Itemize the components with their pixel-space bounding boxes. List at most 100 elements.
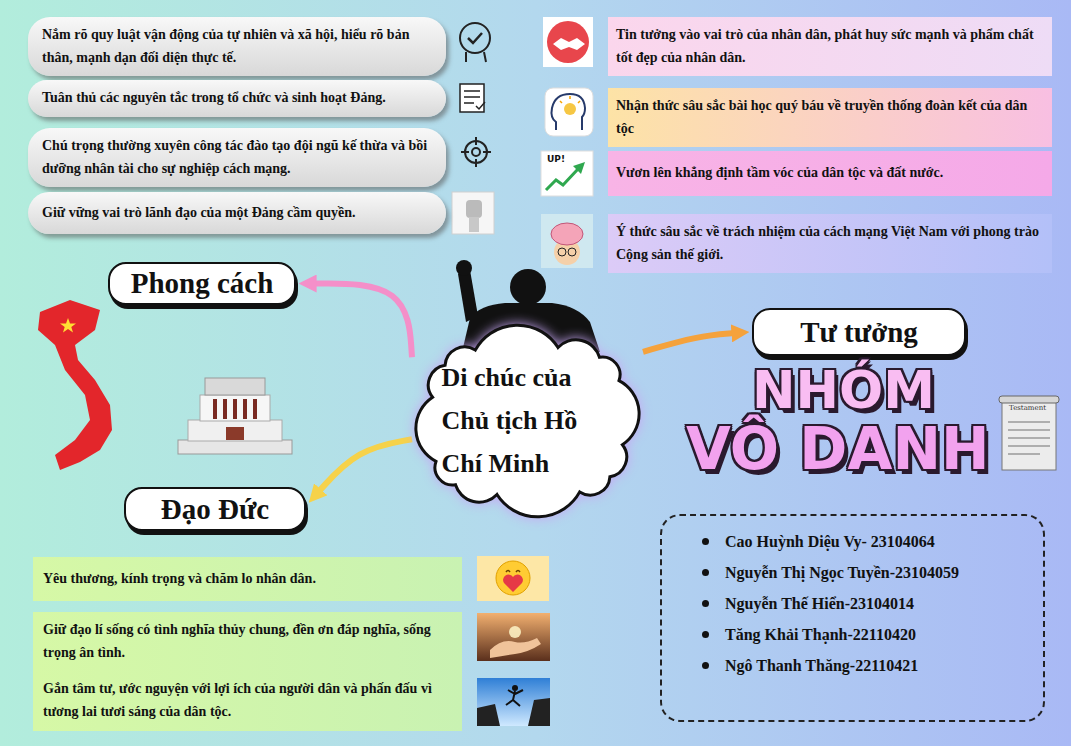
growth-chart-icon-part: [546, 169, 578, 190]
bullet-dot: [702, 600, 709, 607]
fist-icon: [452, 192, 494, 234]
mausoleum-part: [253, 399, 257, 419]
leap-icon-part: [477, 704, 500, 726]
cloud-text-block: Di chúc của Chủ tịch Hồ Chí Minh: [442, 357, 614, 486]
leader-silhouette-part: [510, 269, 546, 305]
icon-label: Testament: [1009, 405, 1046, 412]
vietnam-map-part: [60, 318, 76, 333]
item-text: Vươn lên khẳng định tầm vóc của dân tộc …: [616, 162, 1044, 184]
document-icon-part: [476, 102, 485, 109]
item-text: Giữ vững vai trò lãnh đạo của một Đảng c…: [42, 202, 434, 224]
growth-chart-icon-part: [573, 162, 585, 174]
hand-light-icon-part: [509, 626, 521, 638]
central-title: Di chúc của Chủ tịch Hồ Chí Minh: [442, 357, 614, 486]
document-icon: [460, 84, 485, 112]
member-row: Nguyễn Thị Ngọc Tuyền-23104059: [702, 557, 1033, 588]
handshake-icon-part: [547, 21, 589, 63]
member-name: Ngô Thanh Thăng-22110421: [725, 657, 918, 675]
handshake-icon-part: [543, 17, 593, 67]
mausoleum-part: [226, 427, 244, 440]
scroll-icon-part: [1002, 400, 1056, 470]
item-text: Tin tưởng vào vai trò của nhân dân, phát…: [616, 24, 1044, 69]
branch-arrow: [313, 284, 412, 358]
item-text: Yêu thương, kính trọng và chăm lo nhân d…: [43, 568, 452, 590]
brain-person-icon-part: [551, 223, 583, 245]
item-text: Chú trọng thường xuyên công tác đào tạo …: [42, 135, 434, 180]
handshake-icon: [543, 17, 593, 67]
group-name-art: VÔ DANH: [686, 420, 989, 478]
hand-light-icon-part: [477, 613, 550, 661]
scroll-icon-part: [1008, 422, 1050, 454]
mausoleum-part: [233, 399, 237, 419]
mausoleum-part: [243, 399, 247, 419]
scroll-icon-part: [999, 396, 1059, 403]
leap-icon-part: [528, 698, 550, 726]
thought-item: Ý thức sâu sắc về trách nhiệm của cách m…: [608, 214, 1052, 273]
leader-silhouette-part: [458, 270, 478, 322]
cloud-shape: [416, 325, 639, 517]
brain-person-icon: [541, 214, 593, 268]
brain-person-icon-part: [568, 248, 576, 256]
mausoleum: [178, 378, 292, 454]
handshake-icon-part: [553, 38, 585, 50]
item-text: Nắm rõ quy luật vận động của tự nhiên và…: [42, 24, 434, 69]
item-text: Giữ đạo lí sống có tình nghĩa thủy chung…: [43, 619, 452, 664]
scroll-icon: [999, 396, 1059, 470]
branch-label: Tư tưởng: [752, 308, 966, 356]
member-name: Nguyễn Thế Hiển-23104014: [725, 595, 914, 613]
hug-emoji-icon: [477, 556, 549, 601]
leader-silhouette-part: [456, 260, 472, 276]
icon-label: UP!: [547, 155, 565, 164]
fist-icon-part: [469, 217, 479, 232]
head-check-icon: [460, 23, 490, 62]
mausoleum-part: [213, 399, 217, 419]
bullet-dot: [702, 569, 709, 576]
member-row: Cao Huỳnh Diệu Vy- 23104064: [702, 526, 1033, 557]
bullet-dot: [702, 662, 709, 669]
hug-emoji-icon-part: [503, 575, 523, 592]
thought-item: Nhận thức sâu sắc bài học quý báu về tru…: [608, 88, 1052, 147]
branch-arrow: [643, 333, 735, 352]
hand-light-icon-part: [490, 638, 541, 658]
target-icon: [461, 137, 491, 167]
mausoleum-part: [188, 420, 282, 441]
head-check-icon-part: [460, 23, 490, 53]
ethics-item: Giữ đạo lí sống có tình nghĩa thủy chung…: [33, 612, 462, 671]
style-item: Giữ vững vai trò lãnh đạo của một Đảng c…: [28, 192, 446, 234]
member-name: Cao Huỳnh Diệu Vy- 23104064: [725, 533, 935, 551]
leap-icon-part: [512, 685, 518, 691]
hug-emoji-icon-part: [477, 556, 549, 601]
branch-arrow: [318, 439, 412, 492]
member-row: Ngô Thanh Thăng-22110421: [702, 650, 1033, 681]
ethics-item: Gắn tâm tư, ước nguyện với lợi ích của n…: [33, 670, 462, 731]
target-icon-part: [472, 148, 480, 156]
hand-light-icon: [477, 613, 550, 661]
mausoleum-part: [178, 440, 292, 454]
bullet-dot: [702, 631, 709, 638]
hug-emoji-icon-part: [496, 561, 530, 595]
fist-icon-part: [466, 200, 482, 218]
head-check-icon-part: [466, 52, 486, 62]
member-row: Tăng Khải Thạnh-22110420: [702, 619, 1033, 650]
hug-emoji-icon-part: [506, 571, 520, 573]
idea-head-icon-part: [552, 94, 586, 130]
style-item: Nắm rõ quy luật vận động của tự nhiên và…: [28, 17, 446, 76]
branch-label: Đạo Đức: [124, 487, 306, 531]
head-check-icon-part: [468, 33, 482, 43]
idea-head-icon: [545, 88, 593, 136]
member-name: Nguyễn Thị Ngọc Tuyền-23104059: [725, 564, 959, 582]
brain-person-icon-part: [541, 214, 593, 268]
target-icon-part: [461, 137, 491, 167]
item-text: Nhận thức sâu sắc bài học quý báu về tru…: [616, 95, 1044, 140]
document-icon-part: [460, 84, 484, 112]
branch-label: Phong cách: [108, 262, 296, 305]
item-text: Tuân thủ các nguyên tắc trong tổ chức và…: [42, 87, 434, 109]
group-name-art: NHÓM: [752, 364, 935, 416]
brain-person-icon-part: [558, 248, 566, 256]
item-text: Ý thức sâu sắc về trách nhiệm của cách m…: [616, 221, 1044, 266]
vietnam-map: [38, 300, 112, 470]
fist-icon-part: [452, 192, 494, 234]
branch-title: Đạo Đức: [161, 492, 269, 527]
style-item: Chú trọng thường xuyên công tác đào tạo …: [28, 128, 446, 187]
